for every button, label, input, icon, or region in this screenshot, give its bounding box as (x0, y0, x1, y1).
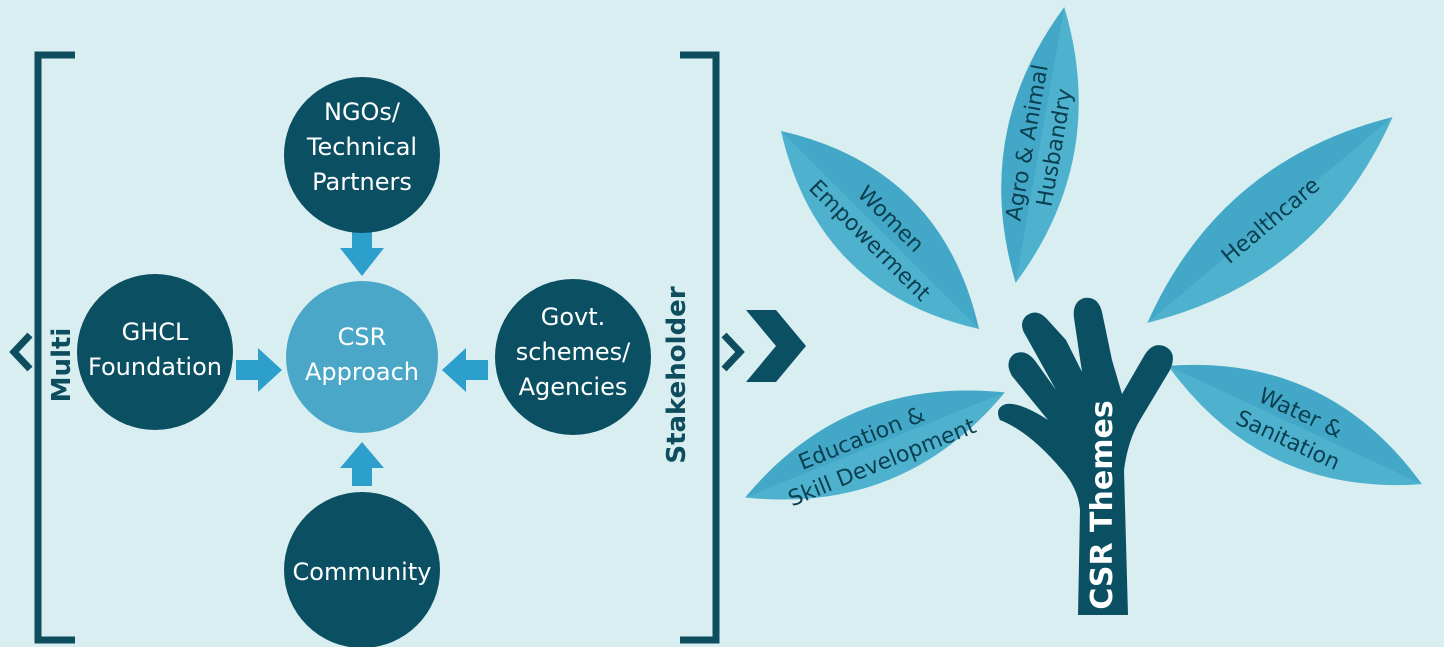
hand-trunk (998, 297, 1173, 615)
node-community-line1: Community (293, 558, 432, 586)
arrow-left (442, 348, 488, 392)
flow-chevron (746, 310, 806, 382)
node-ngos-line1: NGOs/ (324, 98, 401, 126)
node-ngos-line3: Partners (312, 168, 412, 196)
leaf-healthcare: Healthcare (1147, 117, 1393, 323)
right-bracket-chevron (721, 332, 745, 372)
node-govt-line1: Govt. (541, 303, 606, 331)
node-ngos-line2: Technical (306, 133, 417, 161)
right-bracket (680, 51, 720, 644)
node-community: Community (284, 492, 440, 647)
node-csr-line1: CSR (338, 323, 387, 351)
leaf-agro: Agro & Animal Husbandry (1001, 7, 1079, 283)
node-csr-approach: CSR Approach (286, 281, 438, 433)
label-multi: Multi (47, 328, 77, 403)
left-bracket (34, 51, 75, 644)
node-govt-line3: Agencies (519, 373, 628, 401)
node-ngos: NGOs/ Technical Partners (284, 77, 440, 233)
node-ghcl-line2: Foundation (88, 353, 222, 381)
node-ghcl: GHCL Foundation (77, 274, 233, 430)
node-ghcl-line1: GHCL (122, 318, 189, 346)
node-csr-line2: Approach (305, 358, 419, 386)
leaf-education: Education & Skill Development (745, 390, 1005, 512)
label-stakeholder: Stakeholder (662, 286, 692, 463)
node-govt: Govt. schemes/ Agencies (495, 279, 651, 435)
leaf-women: Women Empowerment (781, 131, 979, 329)
arrow-down (340, 232, 384, 276)
themes-title: CSR Themes (1085, 400, 1120, 609)
arrow-up (340, 442, 384, 486)
leaf-water: Water & Sanitation (1168, 364, 1422, 486)
arrow-right (236, 348, 282, 392)
left-bracket-chevron (9, 332, 33, 372)
node-govt-line2: schemes/ (516, 338, 631, 366)
